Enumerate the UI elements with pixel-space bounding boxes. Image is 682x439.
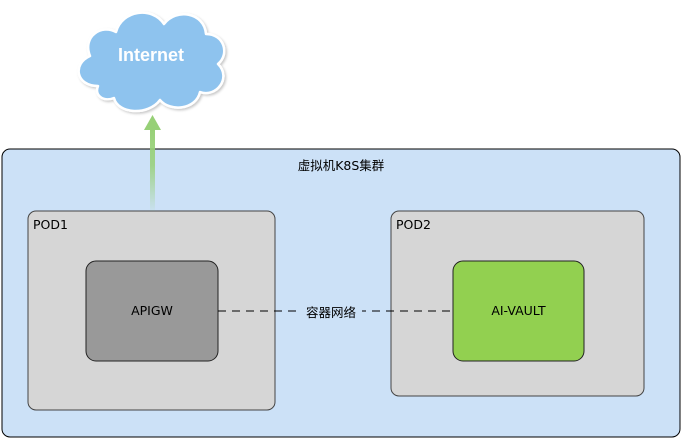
ai-vault-label: AI-VAULT <box>491 303 546 318</box>
cluster-label: 虚拟机K8S集群 <box>297 158 385 173</box>
container-network-label: 容器网络 <box>300 302 362 321</box>
internet-label: Internet <box>117 45 184 65</box>
pod1-label: POD1 <box>33 217 68 232</box>
ai-vault-box[interactable] <box>452 260 585 362</box>
pod2-label: POD2 <box>396 217 431 232</box>
internet-cloud-icon <box>77 11 226 113</box>
uplink-arrow <box>144 115 161 211</box>
apigw-label: APIGW <box>131 303 173 318</box>
